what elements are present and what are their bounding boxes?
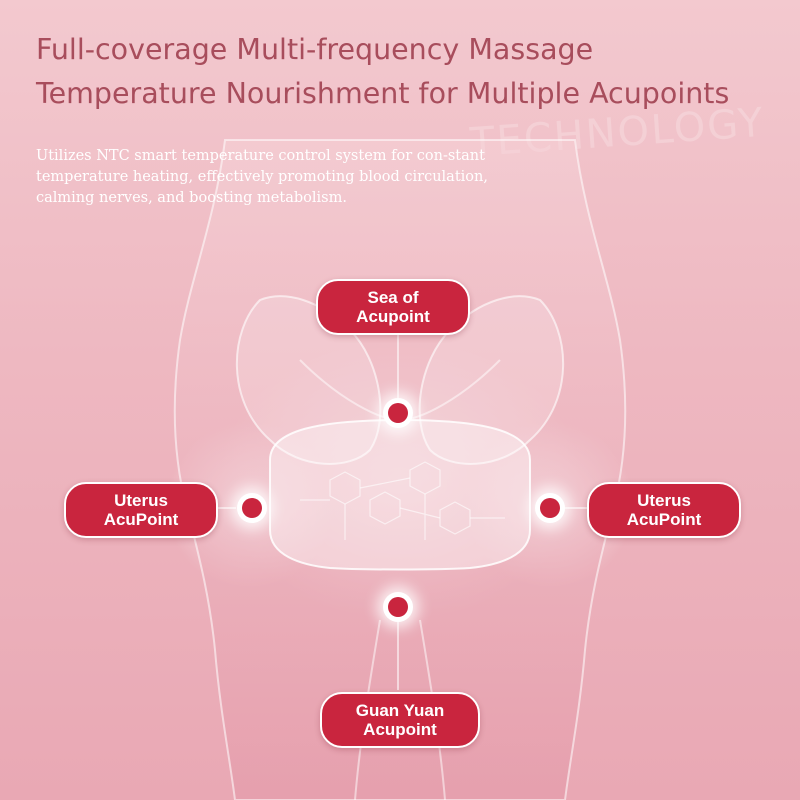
acupoint-label-line: Uterus [637, 491, 691, 510]
acupoint-label-line: Sea of [367, 288, 419, 307]
acupoint-dot-top [383, 398, 413, 428]
massage-device [269, 418, 531, 571]
page-title: Full-coverage Multi-frequency Massage Te… [36, 28, 729, 116]
title-line-1: Full-coverage Multi-frequency Massage [36, 33, 594, 66]
acupoint-label-guan-yuan: Guan Yuan Acupoint [320, 692, 480, 748]
acupoint-dot-right [535, 493, 565, 523]
acupoint-label-line: AcuPoint [626, 510, 702, 529]
acupoint-label-line: Acupoint [363, 720, 437, 739]
acupoint-label-line: Guan Yuan [355, 701, 445, 720]
title-line-2: Temperature Nourishment for Multiple Acu… [36, 77, 730, 110]
acupoint-dot-bottom [383, 592, 413, 622]
acupoint-label-line: Acupoint [356, 307, 430, 326]
body-outline [173, 139, 627, 800]
acupoint-label-uterus-left: Uterus AcuPoint [64, 482, 218, 538]
connector-lines [216, 332, 588, 690]
acupoint-dot-left [237, 493, 267, 523]
acupoint-label-line: Uterus [114, 491, 168, 510]
acupoint-label-uterus-right: Uterus AcuPoint [587, 482, 741, 538]
device-circuit-pattern [300, 461, 505, 540]
acupoint-label-sea-of-acupoint: Sea of Acupoint [316, 279, 470, 335]
acupoint-label-line: AcuPoint [103, 510, 179, 529]
description-text: Utilizes NTC smart temperature control s… [36, 148, 488, 206]
